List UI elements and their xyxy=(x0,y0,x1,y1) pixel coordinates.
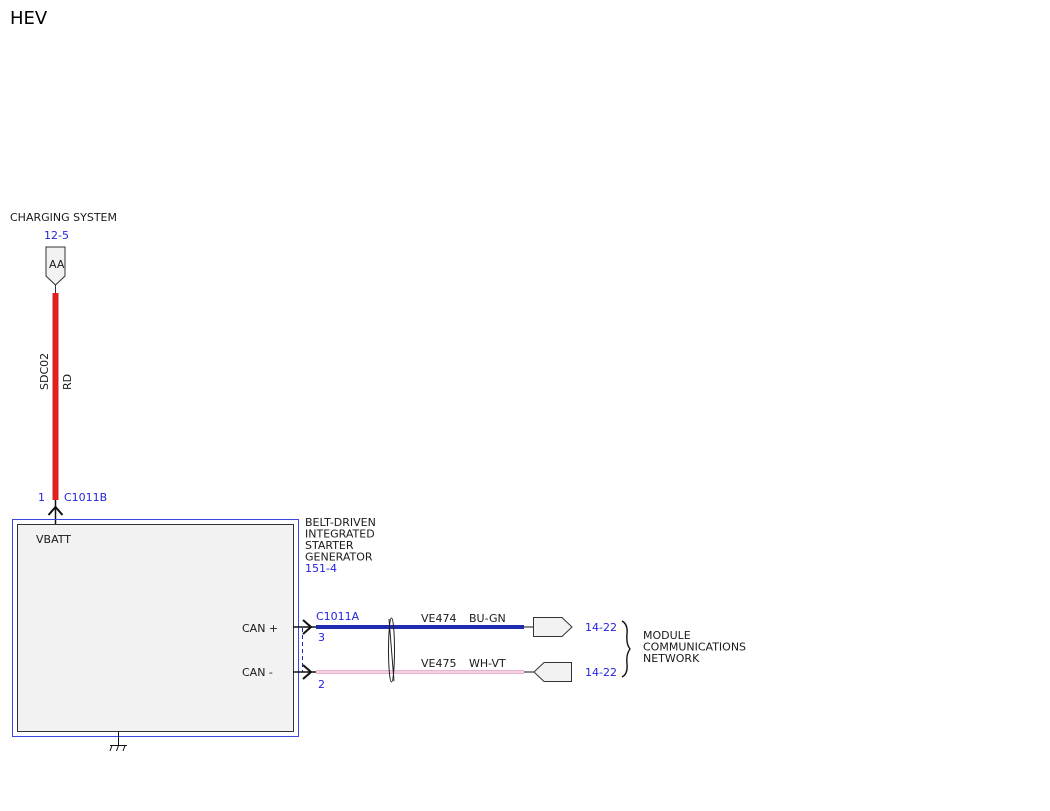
can-plus-pin-label: 3 xyxy=(318,631,325,644)
wire-sdc02[interactable] xyxy=(52,293,59,500)
connector-c1011a-label[interactable]: C1011A xyxy=(316,610,360,623)
ground-hatch xyxy=(116,745,119,752)
wire-sdc02-color: RD xyxy=(61,374,74,390)
offpage-connector-minus-icon xyxy=(533,662,572,682)
can-minus-pin-label: 2 xyxy=(318,678,325,691)
wire-ve475-color: WH-VT xyxy=(469,657,506,670)
charging-page-ref[interactable]: 12-5 xyxy=(44,229,69,242)
wire-ve474-circuit: VE474 xyxy=(421,612,456,625)
pin-can-plus-label: CAN + xyxy=(242,622,278,635)
can-plus-terminal-icon xyxy=(302,619,313,635)
module-page-ref[interactable]: 151-4 xyxy=(305,562,337,575)
connector-c1011b-label[interactable]: C1011B xyxy=(64,491,107,504)
wire-ve475-circuit: VE475 xyxy=(421,657,456,670)
module-outline xyxy=(12,519,299,737)
connector-aa-icon xyxy=(45,246,66,286)
module-name-line-1: BELT-DRIVEN xyxy=(305,516,376,529)
twisted-pair-icon xyxy=(388,617,395,683)
wire-ve474-color: BU-GN xyxy=(469,612,506,625)
network-label-line-1: MODULE xyxy=(643,629,691,642)
ground-hatch xyxy=(109,745,113,752)
connector-aa-label: AA xyxy=(49,258,65,271)
wire-sdc02-circuit: SDC02 xyxy=(38,353,51,390)
page-title: HEV xyxy=(10,8,48,29)
module-name-line-4: GENERATOR xyxy=(305,551,373,564)
charging-system-label: CHARGING SYSTEM xyxy=(10,211,117,224)
network-brace-icon xyxy=(621,620,631,678)
can-minus-terminal-icon xyxy=(302,664,313,680)
pin-can-minus-label: CAN - xyxy=(242,666,273,679)
wire-ve474[interactable] xyxy=(316,625,524,629)
module-body[interactable] xyxy=(17,524,294,732)
can-plus-page-ref[interactable]: 14-22 xyxy=(585,621,617,634)
pin-1-label: 1 xyxy=(38,491,45,504)
network-label-line-2: COMMUNICATIONS xyxy=(643,641,746,654)
network-label-line-3: NETWORK xyxy=(643,652,700,665)
module-name-line-2: INTEGRATED xyxy=(305,528,375,541)
can-minus-page-ref[interactable]: 14-22 xyxy=(585,666,617,679)
pin-vbatt-label: VBATT xyxy=(36,533,71,546)
module-name-line-3: STARTER xyxy=(305,539,354,552)
ground-hatch xyxy=(122,745,126,752)
offpage-connector-plus-icon xyxy=(533,617,573,637)
twisted-pair-cross xyxy=(388,618,395,682)
